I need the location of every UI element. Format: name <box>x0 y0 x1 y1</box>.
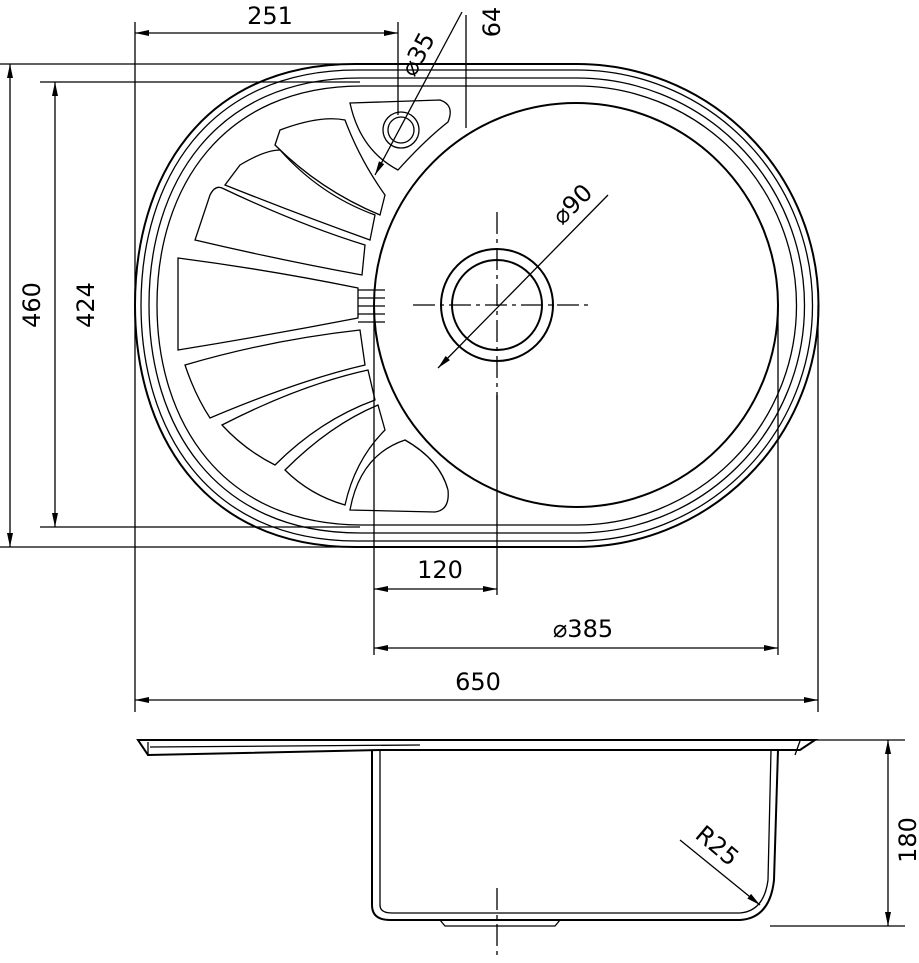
side-rim <box>136 739 819 757</box>
top-view-dimensions: 251 ⌀35 64 ⌀90 460 424 120 ⌀385 650 <box>0 2 819 712</box>
side-bowl <box>371 749 779 921</box>
dim-64: 64 <box>478 7 506 38</box>
drainboard-grooves <box>177 118 449 513</box>
top-view <box>133 63 820 548</box>
side-view-dimensions: R25 180 <box>679 739 919 927</box>
sink-deck-edge <box>156 85 798 526</box>
overflow-hole-outer <box>382 111 420 149</box>
drain-flange <box>439 919 561 927</box>
dim-650: 650 <box>455 668 501 696</box>
overflow-recess <box>349 99 451 171</box>
dim-180: 180 <box>894 817 919 863</box>
dim-251: 251 <box>247 2 293 30</box>
dim-424: 424 <box>72 282 100 328</box>
dim-overflow-diameter: ⌀35 <box>395 28 441 81</box>
sink-rim-inner-2 <box>148 77 806 534</box>
dim-r25: R25 <box>690 820 744 872</box>
overflow-hole-inner <box>387 116 415 144</box>
dim-bowl-diameter: ⌀385 <box>553 615 613 643</box>
sink-rim-inner-1 <box>140 69 814 542</box>
sink-outer-rim <box>133 63 820 548</box>
dim-460: 460 <box>18 282 46 328</box>
side-view <box>136 739 819 955</box>
dim-drain-diameter: ⌀90 <box>547 179 599 231</box>
dim-120: 120 <box>417 556 463 584</box>
